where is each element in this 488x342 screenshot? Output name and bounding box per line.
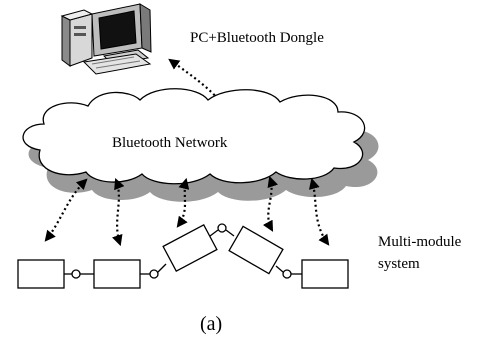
multi-module-label-line2: system <box>378 256 420 272</box>
module-1 <box>17 259 65 289</box>
pc-computer-icon <box>60 3 152 75</box>
joint-3 <box>217 223 227 233</box>
module-3 <box>162 223 218 273</box>
module-5 <box>301 259 349 289</box>
module-4 <box>228 225 284 275</box>
joint-1 <box>71 269 81 279</box>
multi-module-label-line1: Multi-module <box>378 234 462 250</box>
module-4-link-arrow <box>262 175 278 232</box>
pc-label: PC+Bluetooth Dongle <box>190 30 324 46</box>
module-2 <box>93 259 141 289</box>
joint-4 <box>282 269 292 279</box>
bluetooth-network-cloud <box>22 88 366 185</box>
multi-module-chain <box>17 223 349 289</box>
network-label: Bluetooth Network <box>112 135 228 151</box>
module-2-link-arrow <box>112 177 125 247</box>
module-5-link-arrow <box>309 177 330 246</box>
figure-caption: (a) <box>200 313 222 335</box>
module-1-link-arrow <box>44 178 88 242</box>
joint-2 <box>149 269 159 279</box>
